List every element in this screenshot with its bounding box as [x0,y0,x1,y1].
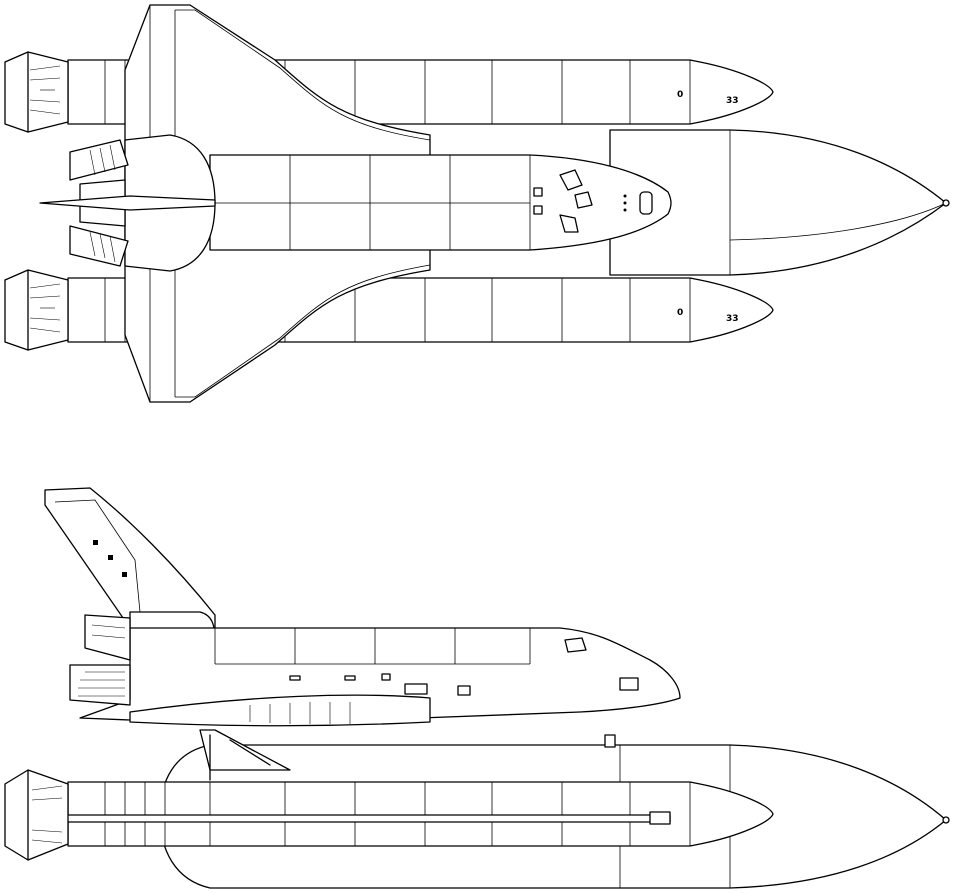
booster-marking: 33 [726,96,739,106]
top-engine-cluster [39,134,216,272]
top-booster-lower: 0 33 [4,269,774,351]
side-attach-struts [199,729,616,781]
booster-marking: 33 [726,314,739,324]
side-booster [4,769,774,861]
side-view [4,487,950,889]
side-orbiter [44,487,681,727]
top-view: 0 33 0 [4,4,950,403]
top-booster-upper: 0 33 [4,51,774,133]
top-orbiter-fuselage [209,154,672,251]
booster-marking-small: 0 [677,90,683,100]
top-external-tank [609,129,950,276]
booster-marking-small: 0 [677,308,683,318]
